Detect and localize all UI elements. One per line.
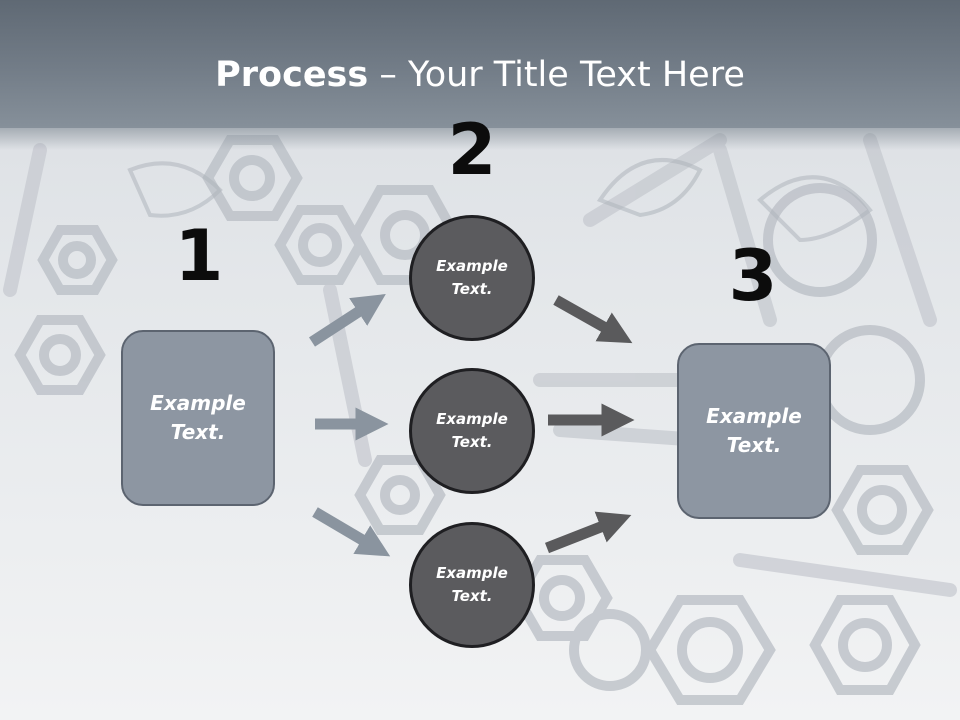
circle-middle-text-line1: Example — [436, 410, 508, 428]
circle-top-text-line1: Example — [436, 257, 508, 275]
circle-bottom-text-line1: Example — [436, 564, 508, 582]
arrow-1-to-bottom — [312, 507, 391, 557]
circle-middle-text-line2: Text. — [451, 433, 493, 451]
step-number-3: 3 — [728, 235, 778, 317]
step-number-1: 1 — [174, 215, 224, 297]
arrow-top-to-3 — [553, 295, 633, 344]
step-1-box-text-line1: Example — [150, 391, 246, 415]
step-3-box-text-line1: Example — [706, 404, 802, 428]
arrow-1-to-top — [309, 294, 386, 347]
circle-top-text-line2: Text. — [451, 280, 493, 298]
circle-bottom-text-line2: Text. — [451, 587, 493, 605]
arrow-bottom-to-3 — [544, 511, 632, 554]
title-bold-part: Process — [215, 55, 369, 95]
step-3-box-text-line2: Text. — [726, 433, 782, 457]
slide-title[interactable]: Process – Your Title Text Here — [0, 52, 960, 98]
step-number-2: 2 — [447, 109, 497, 191]
title-bar-shadow — [0, 128, 960, 150]
title-regular-part: – Your Title Text Here — [368, 55, 745, 95]
step-1-box-text-line2: Text. — [170, 420, 226, 444]
title-bar — [0, 0, 960, 128]
